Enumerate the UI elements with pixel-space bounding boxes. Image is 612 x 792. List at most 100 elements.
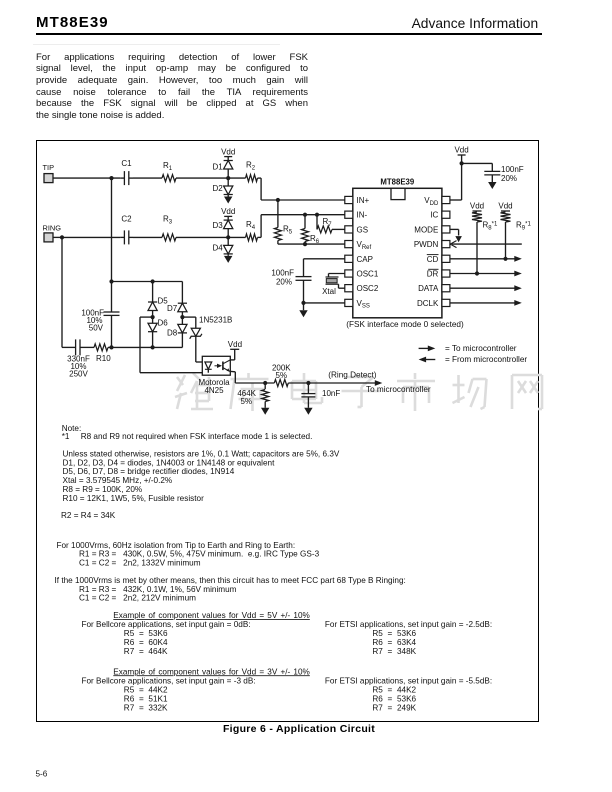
svg-text:OSC1: OSC1 bbox=[357, 270, 379, 279]
svg-text:R7 = 249K: R7 = 249K bbox=[372, 703, 416, 712]
svg-text:R2 = R4 = 34K: R2 = R4 = 34K bbox=[61, 511, 116, 520]
svg-text:4N25: 4N25 bbox=[204, 386, 224, 395]
svg-text:464K: 464K bbox=[237, 389, 256, 398]
svg-text:CD: CD bbox=[427, 255, 439, 264]
svg-text:DR: DR bbox=[427, 270, 439, 279]
svg-text:D7: D7 bbox=[167, 304, 178, 313]
svg-text:R7: R7 bbox=[323, 217, 333, 228]
svg-text:R5: R5 bbox=[283, 225, 293, 236]
svg-text:D1, D2, D3, D4 = diodes, 1N400: D1, D2, D3, D4 = diodes, 1N4003 or 1N414… bbox=[63, 458, 276, 467]
svg-text:D5: D5 bbox=[158, 296, 169, 305]
svg-text:R6 = 63K4: R6 = 63K4 bbox=[372, 638, 416, 647]
svg-text:50V: 50V bbox=[89, 324, 104, 333]
svg-text:D3: D3 bbox=[213, 221, 224, 230]
svg-text:TIP: TIP bbox=[43, 163, 55, 172]
svg-text:Unless stated otherwise, resis: Unless stated otherwise, resistors are 1… bbox=[63, 450, 340, 459]
svg-text:= From microcontroller: = From microcontroller bbox=[445, 355, 527, 364]
svg-text:330nF: 330nF bbox=[67, 355, 90, 364]
svg-text:Vdd: Vdd bbox=[221, 207, 235, 216]
svg-text:VRef: VRef bbox=[357, 240, 372, 251]
svg-text:100nF: 100nF bbox=[501, 165, 524, 174]
svg-text:Xtal: Xtal bbox=[322, 287, 336, 296]
svg-text:R1 = R3 = 432K, 0.1W, 1%, 56: R1 = R3 = 432K, 0.1W, 1%, 56V minimum bbox=[79, 585, 237, 594]
svg-text:OSC2: OSC2 bbox=[357, 284, 379, 293]
svg-text:Xtal = 3.579545 MHz, +/-0.2%: Xtal = 3.579545 MHz, +/-0.2% bbox=[63, 476, 173, 485]
svg-text:To microcontroller: To microcontroller bbox=[366, 385, 431, 394]
svg-text:Example of component values fo: Example of component values for Vdd = 3V… bbox=[113, 667, 310, 676]
svg-text:D5, D6, D7, D8 = bridge rectif: D5, D6, D7, D8 = bridge rectifier diodes… bbox=[63, 467, 235, 476]
svg-text:R6: R6 bbox=[310, 234, 320, 245]
svg-text:5-6: 5-6 bbox=[36, 769, 48, 778]
svg-text:R3: R3 bbox=[163, 215, 173, 226]
svg-text:200K: 200K bbox=[272, 364, 291, 373]
svg-text:R9*1: R9*1 bbox=[516, 221, 531, 232]
svg-text:R1 = R3 = 430K, 0.5W, 5%, 47: R1 = R3 = 430K, 0.5W, 5%, 475V minimum. … bbox=[79, 550, 320, 559]
svg-text:DATA: DATA bbox=[418, 284, 439, 293]
svg-text:MODE: MODE bbox=[414, 225, 438, 234]
svg-text:C2: C2 bbox=[121, 215, 132, 224]
svg-text:C1 = C2 = 2n2, 1332V minimum: C1 = C2 = 2n2, 1332V minimum bbox=[79, 559, 201, 568]
svg-text:R10: R10 bbox=[96, 354, 111, 363]
svg-text:Vdd: Vdd bbox=[228, 340, 242, 349]
svg-text:20%: 20% bbox=[501, 174, 517, 183]
svg-text:Motorola: Motorola bbox=[198, 378, 230, 387]
svg-text:100nF: 100nF bbox=[271, 269, 294, 278]
svg-text:D2: D2 bbox=[213, 184, 224, 193]
svg-text:R5 = 44K2: R5 = 44K2 bbox=[124, 685, 168, 694]
svg-text:R6 = 60K4: R6 = 60K4 bbox=[124, 638, 168, 647]
svg-text:R10 = 12K1, 1W5, 5%, Fusible r: R10 = 12K1, 1W5, 5%, Fusible resistor bbox=[63, 494, 205, 503]
svg-text:R2: R2 bbox=[246, 161, 256, 172]
svg-text:1N5231B: 1N5231B bbox=[199, 315, 232, 324]
svg-text:R5 = 44K2: R5 = 44K2 bbox=[372, 685, 416, 694]
svg-text:10nF: 10nF bbox=[322, 389, 340, 398]
svg-text:250V: 250V bbox=[69, 370, 88, 379]
svg-text:R1: R1 bbox=[163, 161, 173, 172]
svg-text:R4: R4 bbox=[246, 220, 256, 231]
svg-text:IN-: IN- bbox=[357, 211, 368, 220]
svg-text:R8 and R9 not required when FS: R8 and R9 not required when FSK interfac… bbox=[81, 432, 313, 441]
svg-text:VDD: VDD bbox=[424, 196, 439, 207]
svg-text:5%: 5% bbox=[240, 397, 252, 406]
svg-text:For Bellcore applications, set: For Bellcore applications, set input gai… bbox=[82, 620, 251, 629]
svg-text:Vdd: Vdd bbox=[454, 146, 468, 155]
svg-text:VSS: VSS bbox=[357, 299, 370, 310]
svg-text:R7 = 348K: R7 = 348K bbox=[372, 647, 416, 656]
svg-text:GS: GS bbox=[357, 225, 369, 234]
svg-text:PWDN: PWDN bbox=[414, 240, 439, 249]
svg-text:R8*1: R8*1 bbox=[483, 221, 498, 232]
svg-text:R7 = 332K: R7 = 332K bbox=[124, 703, 168, 712]
svg-text:IC: IC bbox=[430, 211, 438, 220]
svg-text:10%: 10% bbox=[86, 316, 102, 325]
svg-text:For ETSI applications, set inp: For ETSI applications, set input gain = … bbox=[325, 620, 492, 629]
svg-text:Vdd: Vdd bbox=[498, 201, 512, 210]
svg-text:R6 = 53K6: R6 = 53K6 bbox=[372, 694, 416, 703]
svg-text:MT88E39: MT88E39 bbox=[380, 178, 414, 187]
svg-text:RING: RING bbox=[43, 224, 62, 233]
svg-text:10%: 10% bbox=[70, 362, 86, 371]
svg-text:D6: D6 bbox=[158, 318, 169, 327]
svg-text:For ETSI applications, set inp: For ETSI applications, set input gain = … bbox=[325, 676, 492, 685]
svg-text:IN+: IN+ bbox=[357, 196, 370, 205]
svg-text:R6 = 51K1: R6 = 51K1 bbox=[124, 694, 168, 703]
svg-text:Example of component values fo: Example of component values for Vdd = 5V… bbox=[113, 611, 310, 620]
svg-text:(FSK interface mode 0 selected: (FSK interface mode 0 selected) bbox=[346, 320, 464, 329]
svg-text:R8 = R9 = 100K, 20%: R8 = R9 = 100K, 20% bbox=[63, 485, 143, 494]
svg-text:R5 = 53K6: R5 = 53K6 bbox=[372, 629, 416, 638]
svg-text:D8: D8 bbox=[167, 328, 178, 337]
svg-text:Vdd: Vdd bbox=[221, 148, 235, 157]
svg-text:C1: C1 bbox=[121, 159, 132, 168]
svg-text:Vdd: Vdd bbox=[470, 201, 484, 210]
svg-text:C1 = C2 = 2n2, 212V minimum: C1 = C2 = 2n2, 212V minimum bbox=[79, 593, 196, 602]
svg-text:R7 = 464K: R7 = 464K bbox=[124, 647, 168, 656]
svg-text:R5 = 53K6: R5 = 53K6 bbox=[124, 629, 168, 638]
svg-text:100nF: 100nF bbox=[81, 308, 104, 317]
svg-text:Note:: Note: bbox=[62, 424, 82, 433]
svg-text:D4: D4 bbox=[213, 244, 224, 253]
svg-text:*1: *1 bbox=[62, 432, 70, 441]
svg-text:For Bellcore applications, set: For Bellcore applications, set input gai… bbox=[82, 676, 256, 685]
svg-text:DCLK: DCLK bbox=[417, 299, 439, 308]
svg-text:If the 1000Vrms is met by othe: If the 1000Vrms is met by other means, t… bbox=[55, 576, 406, 585]
svg-text:5%: 5% bbox=[276, 371, 288, 380]
svg-text:Figure 6 - Application Circuit: Figure 6 - Application Circuit bbox=[223, 723, 375, 735]
svg-text:For 1000Vrms, 60Hz isolation f: For 1000Vrms, 60Hz isolation from Tip to… bbox=[57, 541, 296, 550]
